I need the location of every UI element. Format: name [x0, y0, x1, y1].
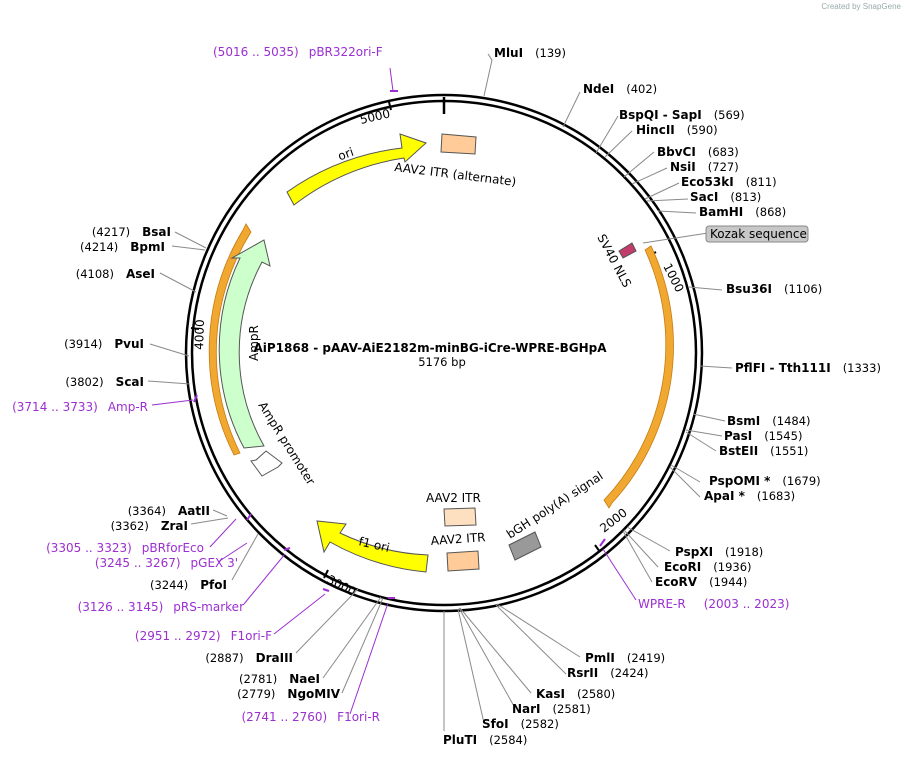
enzyme-sfoi[interactable]: SfoI(2582) — [482, 717, 559, 731]
aav2-itr-label-1: AAV2 ITR — [426, 491, 481, 505]
enzyme-bsu36i[interactable]: Bsu36I(1106) — [726, 282, 822, 296]
enzyme-ndei[interactable]: NdeI(402) — [583, 82, 657, 96]
enzyme-pasi[interactable]: PasI(1545) — [724, 429, 802, 443]
tick-3000: 3000 — [325, 572, 359, 599]
ori-arrow[interactable] — [286, 133, 427, 206]
enzyme-bpmi[interactable]: (4214)BpmI — [80, 240, 165, 254]
enzyme-bsai[interactable]: (4217)BsaI — [92, 225, 171, 239]
aav2-itr-alt-label: AAV2 ITR (alternate) — [394, 160, 517, 189]
enzyme-pluti[interactable]: PluTI(2584) — [443, 733, 527, 747]
enzyme-ecorv[interactable]: EcoRV(1944) — [655, 575, 747, 589]
primer-pbr322ori-f[interactable]: (5016 .. 5035)pBR322ori-F — [213, 45, 383, 59]
kozak-label: Kozak sequence — [710, 227, 807, 241]
enzyme-scai[interactable]: (3802)ScaI — [65, 375, 144, 389]
aav2-itr-alt-box[interactable] — [440, 133, 477, 155]
enzyme-hincii[interactable]: HincII(590) — [636, 123, 718, 137]
aav2-itr-box-1[interactable] — [443, 507, 477, 527]
icre-orange-arc[interactable] — [603, 245, 674, 509]
enzyme-pmli[interactable]: PmlI(2419) — [585, 651, 665, 665]
aav2-itr-feature-2[interactable]: AAV2 ITR — [430, 530, 486, 572]
enzyme-nsii[interactable]: NsiI(727) — [670, 160, 739, 174]
enzyme-pfoi[interactable]: (3244)PfoI — [150, 578, 227, 592]
plasmid-size: 5176 bp — [418, 355, 466, 369]
enzyme-pspomi[interactable]: PspOMI *(1679) — [709, 474, 821, 488]
aav2-itr-label-2: AAV2 ITR — [430, 530, 486, 548]
enzyme-aatii[interactable]: (3364)AatII — [128, 504, 210, 518]
ampr-arrow[interactable] — [218, 239, 271, 449]
enzyme-draiii[interactable]: (2887)DraIII — [205, 651, 293, 665]
enzyme-nari[interactable]: NarI(2581) — [512, 702, 591, 716]
aav2-itr-feature-1[interactable]: AAV2 ITR — [426, 491, 481, 527]
ampr-label: AmpR — [247, 325, 261, 361]
bgh-box[interactable] — [508, 531, 542, 561]
tick-4000: 4000 — [192, 319, 207, 350]
kozak-feature[interactable]: Kozak sequence — [642, 225, 809, 244]
sv40-nls-feature[interactable]: SV40 NLS — [594, 232, 637, 290]
enzyme-eco53ki[interactable]: Eco53kI(811) — [681, 175, 777, 189]
enzyme-bsmi[interactable]: BsmI(1484) — [727, 414, 811, 428]
enzyme-asei[interactable]: (4108)AseI — [76, 267, 155, 281]
plasmid-title: AiP1868 - pAAV-AiE2182m-minBG-iCre-WPRE-… — [253, 341, 607, 355]
f1-ori-arrow[interactable] — [316, 520, 429, 573]
primer-amp-r[interactable]: (3714 .. 3733)Amp-R — [12, 400, 148, 414]
snapgene-credit: Created by SnapGene — [821, 2, 901, 11]
icre-arc[interactable] — [603, 245, 674, 509]
enzyme-bamhi[interactable]: BamHI(868) — [699, 205, 786, 219]
enzyme-labels: MluI(139) NdeI(402) BspQI - SapI(569) Hi… — [64, 46, 881, 747]
primer-markers — [151, 67, 637, 715]
primer-pgex3[interactable]: (3245 .. 3267)pGEX 3' — [95, 556, 238, 570]
ampr-promoter-arrow[interactable] — [250, 450, 283, 477]
ampr-orange-arc-shape[interactable] — [208, 223, 252, 456]
enzyme-kasi[interactable]: KasI(2580) — [536, 687, 615, 701]
kozak-box[interactable] — [705, 225, 809, 243]
enzyme-pspxi[interactable]: PspXI(1918) — [675, 545, 763, 559]
enzyme-ngomiv[interactable]: (2779)NgoMIV — [237, 687, 341, 701]
f1-ori-feature[interactable]: f1 ori — [316, 520, 429, 573]
enzyme-apai[interactable]: ApaI *(1683) — [704, 489, 795, 503]
enzyme-leaders — [147, 53, 733, 731]
enzyme-mlui[interactable]: MluI(139) — [494, 46, 566, 60]
enzyme-pvui[interactable]: (3914)PvuI — [64, 337, 144, 351]
ampr-orange-arc[interactable] — [208, 223, 252, 456]
primer-f1ori-r[interactable]: (2741 .. 2760)F1ori-R — [241, 710, 380, 724]
primer-f1ori-f[interactable]: (2951 .. 2972)F1ori-F — [135, 629, 272, 643]
primer-labels: (5016 .. 5035)pBR322ori-F WPRE-R(2003 ..… — [12, 45, 789, 724]
f1-ori-label: f1 ori — [357, 534, 391, 555]
enzyme-bbvci[interactable]: BbvCI(683) — [657, 145, 739, 159]
enzyme-bsteii[interactable]: BstEII(1551) — [719, 444, 808, 458]
enzyme-rsrii[interactable]: RsrII(2424) — [567, 666, 648, 680]
primer-wpre-r[interactable]: WPRE-R(2003 .. 2023) — [638, 597, 789, 611]
enzyme-bspqi-sapi[interactable]: BspQI - SapI(569) — [619, 108, 745, 122]
bgh-feature[interactable]: bGH poly(A) signal — [504, 469, 606, 561]
tick-5000: 5000 — [359, 106, 392, 127]
enzyme-saci[interactable]: SacI(813) — [690, 190, 761, 204]
bgh-label: bGH poly(A) signal — [504, 469, 606, 542]
ori-label: ori — [336, 145, 356, 164]
enzyme-zrai[interactable]: (3362)ZraI — [111, 519, 188, 533]
aav2-itr-box-2[interactable] — [446, 550, 480, 572]
sv40-nls-label: SV40 NLS — [594, 232, 634, 290]
sv40-nls-box[interactable] — [618, 242, 637, 259]
enzyme-ecori[interactable]: EcoRI(1936) — [664, 560, 752, 574]
ori-feature[interactable]: ori — [286, 133, 427, 206]
enzyme-pflfi-tth111i[interactable]: PflFI - Tth111I(1333) — [735, 361, 881, 375]
ampr-feature[interactable]: AmpR — [218, 239, 271, 449]
primer-pbrforeco[interactable]: (3305 .. 3323)pBRforEco — [46, 541, 204, 555]
enzyme-naei[interactable]: (2781)NaeI — [239, 672, 320, 686]
primer-prs-marker[interactable]: (3126 .. 3145)pRS-marker — [78, 600, 244, 614]
